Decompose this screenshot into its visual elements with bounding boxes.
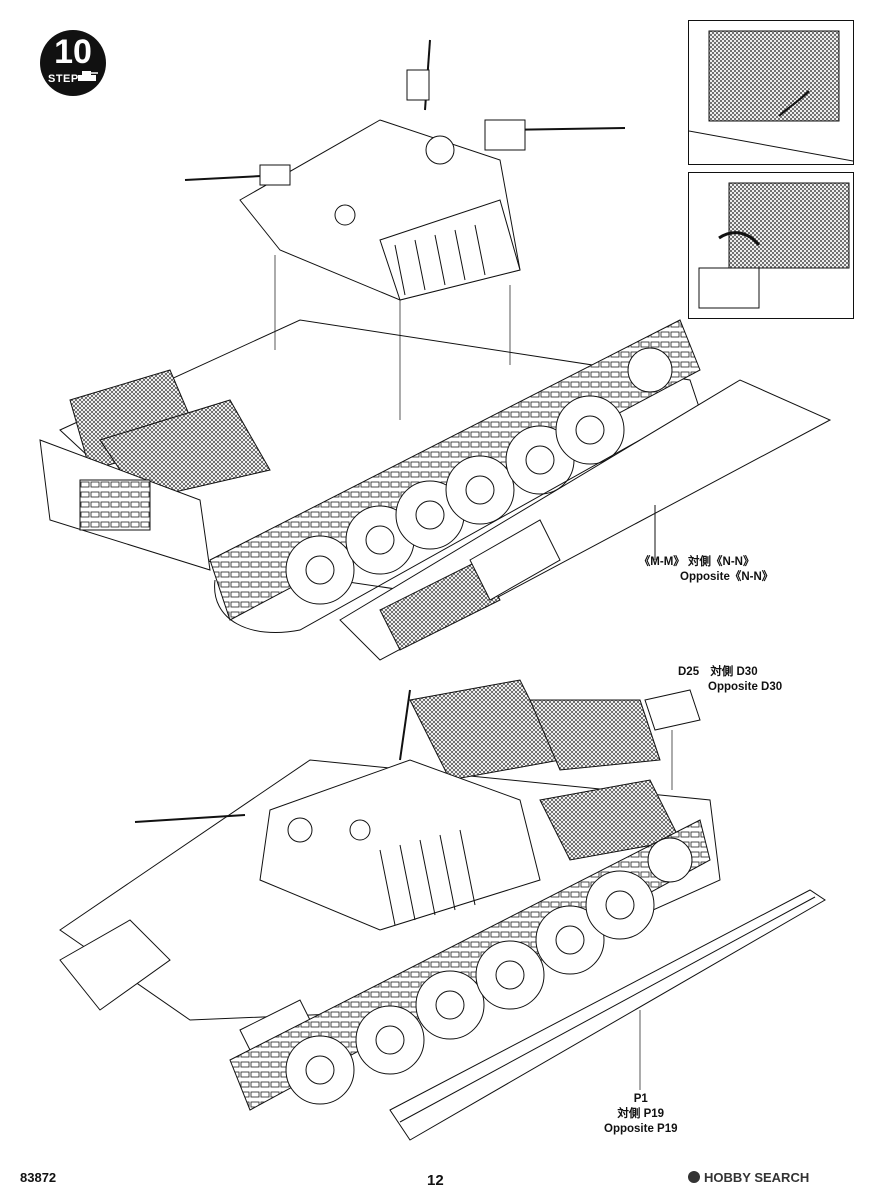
road-wheels-lower xyxy=(285,837,693,1105)
callout-p1-opposite-en: Opposite P19 xyxy=(604,1123,678,1135)
product-code: 83872 xyxy=(20,1170,57,1185)
callout-d25-part: D25 xyxy=(678,666,700,678)
watermark-text: HOBBY SEARCH xyxy=(704,1170,810,1185)
road-wheels-upper xyxy=(285,347,673,605)
detail-inset-top xyxy=(688,20,854,165)
callout-p1: P1 対側 P19 Opposite P19 xyxy=(604,1092,678,1137)
callout-p1-part: P1 xyxy=(633,1093,648,1105)
callout-mm: 《M-M》 対側《N-N》 Opposite《N-N》 xyxy=(620,555,773,585)
callout-mm-part: 《M-M》 xyxy=(638,556,685,568)
tank-silhouette-icon xyxy=(78,71,98,81)
superstructure-part xyxy=(184,39,626,420)
page-number: 12 xyxy=(427,1172,444,1189)
callout-mm-line1: 《M-M》 対側《N-N》 xyxy=(620,555,773,570)
detail-inset-bottom xyxy=(688,172,854,319)
step-badge: 10 STEP xyxy=(40,30,106,96)
lower-hull-assembly xyxy=(59,679,826,1141)
callout-p1-opposite-jp: 対側 P19 xyxy=(617,1108,665,1120)
upper-hull-assembly xyxy=(39,319,832,661)
callout-d25-opposite-en: Opposite D30 xyxy=(708,681,783,693)
step-label: STEP xyxy=(48,73,79,85)
watermark: HOBBY SEARCH xyxy=(688,1170,809,1185)
callout-d25: D25 対側 D30 Opposite D30 xyxy=(678,665,782,695)
callout-mm-opposite-jp: 対側《N-N》 xyxy=(688,556,755,568)
step-number: 10 xyxy=(54,33,92,71)
callout-d25-opposite-jp: 対側 D30 xyxy=(710,666,758,678)
callout-mm-opposite-en: Opposite《N-N》 xyxy=(680,571,774,583)
hobby-search-logo-icon xyxy=(688,1171,700,1183)
